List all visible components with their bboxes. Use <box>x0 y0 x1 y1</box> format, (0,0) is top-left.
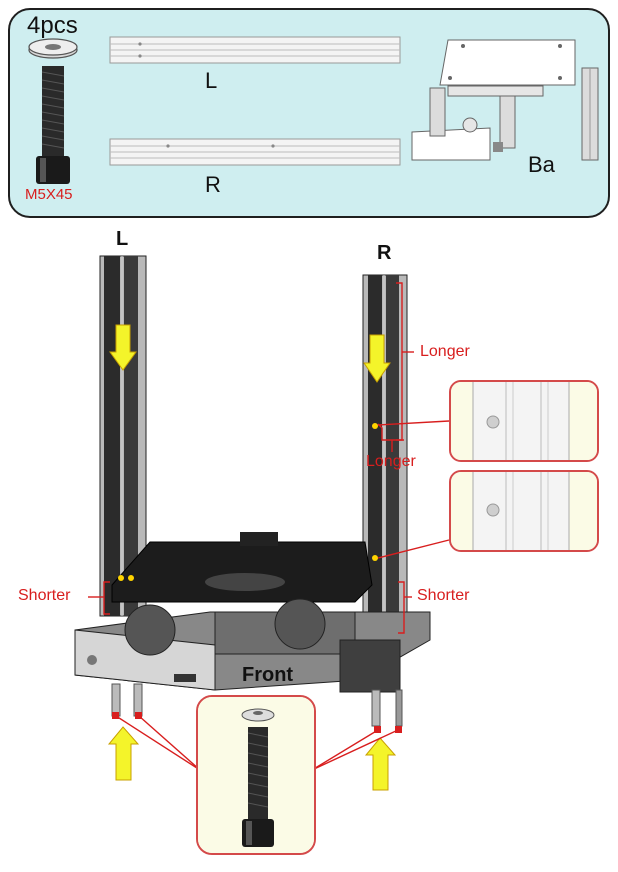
heated-bed <box>111 532 373 656</box>
hole-marker <box>374 726 381 733</box>
hole-marker <box>395 726 402 733</box>
zoom-panel-upper <box>449 380 599 462</box>
callout-lines <box>88 282 450 771</box>
zoom-panel-lower <box>449 470 599 552</box>
screw-quantity-label: 4pcs <box>27 12 78 39</box>
left-upright-label: L <box>116 228 129 250</box>
right-upright-label: R <box>377 242 392 264</box>
base-label: Ba <box>528 152 555 177</box>
base-drawing <box>411 39 599 161</box>
hole-marker <box>135 712 142 719</box>
up-arrow-icon <box>107 726 140 781</box>
marker-dot <box>128 575 134 581</box>
profile-l-drawing <box>109 36 401 64</box>
down-arrow-icon-right <box>363 334 391 383</box>
longer-label-mid: Longer <box>366 453 416 470</box>
up-arrow-icon-right <box>364 737 397 791</box>
shorter-label-left: Shorter <box>18 587 71 604</box>
longer-label-top: Longer <box>420 343 470 360</box>
screw-spec-label: M5X45 <box>25 186 73 203</box>
marker-dot <box>372 555 378 561</box>
profile-l-label: L <box>205 68 218 93</box>
profile-r-drawing <box>109 138 401 166</box>
hole-marker <box>112 712 119 719</box>
down-arrow-icon <box>109 324 137 371</box>
marker-dot <box>372 423 378 429</box>
profile-r-label: R <box>205 172 221 197</box>
washer-icon <box>28 38 78 59</box>
front-label: Front <box>242 664 294 686</box>
screw-icon <box>36 66 70 184</box>
zoom-panel-screw <box>196 695 316 855</box>
shorter-label-right: Shorter <box>417 587 470 604</box>
marker-dot <box>118 575 124 581</box>
